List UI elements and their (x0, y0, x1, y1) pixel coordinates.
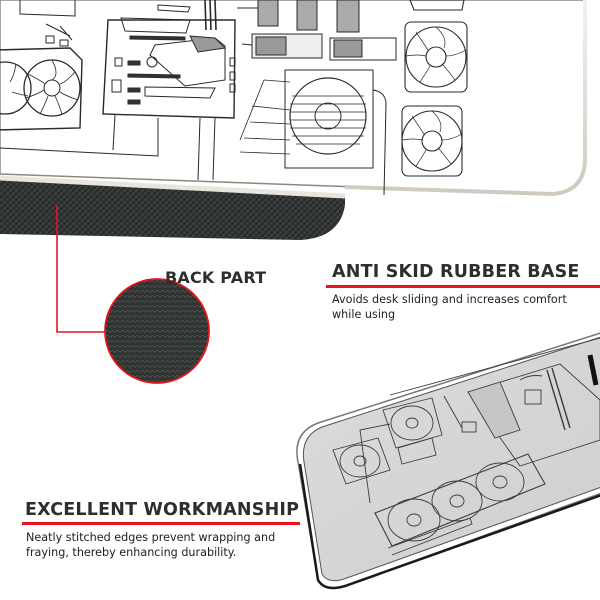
top-pad-blueprint (0, 0, 468, 196)
motherboard-drawing (0, 0, 236, 181)
workmanship-heading: EXCELLENT WORKMANSHIP (25, 500, 300, 520)
callout-line (56, 205, 105, 333)
rubber-underside (0, 175, 346, 240)
anti-skid-underline (326, 285, 600, 288)
gpu-drawing (0, 0, 83, 131)
rubber-texture-zoom-circle (104, 278, 210, 384)
psu-drawing (284, 69, 387, 196)
cable-drawing (239, 79, 291, 155)
ram-drawing (237, 0, 360, 33)
back-part-heading: BACK PART (165, 268, 267, 287)
bottom-desk-pad-image (296, 332, 600, 590)
workmanship-description: Neatly stitched edges prevent wrapping a… (26, 531, 276, 559)
top-pad-surface (0, 0, 587, 197)
bottom-pad-blueprint (332, 337, 600, 556)
anti-skid-heading: ANTI SKID RUBBER BASE (332, 262, 580, 282)
case-fan-drawing (401, 0, 468, 177)
workmanship-underline (22, 522, 300, 525)
ssd-drawing (241, 33, 397, 61)
anti-skid-description: Avoids desk sliding and increases comfor… (332, 293, 567, 321)
